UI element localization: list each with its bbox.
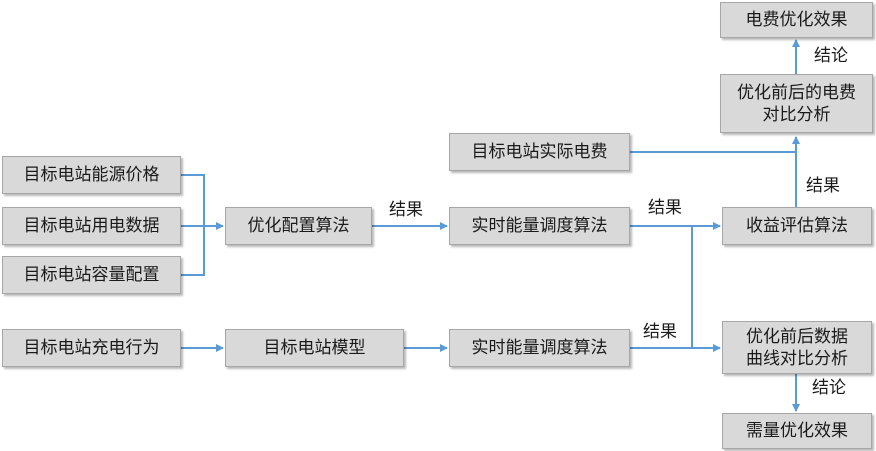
box-power-data: 目标电站用电数据 bbox=[2, 207, 181, 245]
connector-capacity-config bbox=[181, 226, 205, 276]
box-optimization-algo: 优化配置算法 bbox=[225, 207, 372, 245]
box-station-model: 目标电站模型 bbox=[225, 329, 404, 367]
box-demand-effect: 需量优化效果 bbox=[722, 413, 872, 449]
box-dispatch-algo-top: 实时能量调度算法 bbox=[449, 207, 630, 245]
box-cost-compare: 优化前后的电费 对比分析 bbox=[720, 74, 873, 133]
box-actual-cost: 目标电站实际电费 bbox=[449, 133, 630, 171]
box-capacity-config: 目标电站容量配置 bbox=[2, 256, 181, 294]
box-curve-compare: 优化前后数据 曲线对比分析 bbox=[722, 321, 872, 374]
label-conclusion-cost: 结论 bbox=[814, 46, 848, 66]
label-result-optimization: 结果 bbox=[389, 200, 423, 220]
connector-dispatch-top-down bbox=[630, 225, 693, 348]
label-conclusion-demand: 结论 bbox=[812, 378, 846, 398]
connector-energy-price bbox=[181, 174, 205, 226]
box-charging-behavior: 目标电站充电行为 bbox=[2, 329, 181, 367]
box-cost-effect: 电费优化效果 bbox=[720, 2, 873, 38]
box-energy-price: 目标电站能源价格 bbox=[2, 156, 181, 194]
box-revenue-eval: 收益评估算法 bbox=[722, 207, 872, 245]
box-dispatch-algo-bottom: 实时能量调度算法 bbox=[449, 329, 630, 367]
label-result-dispatch-top: 结果 bbox=[648, 198, 682, 218]
label-result-revenue: 结果 bbox=[806, 176, 840, 196]
label-result-dispatch-bottom: 结果 bbox=[643, 322, 677, 342]
